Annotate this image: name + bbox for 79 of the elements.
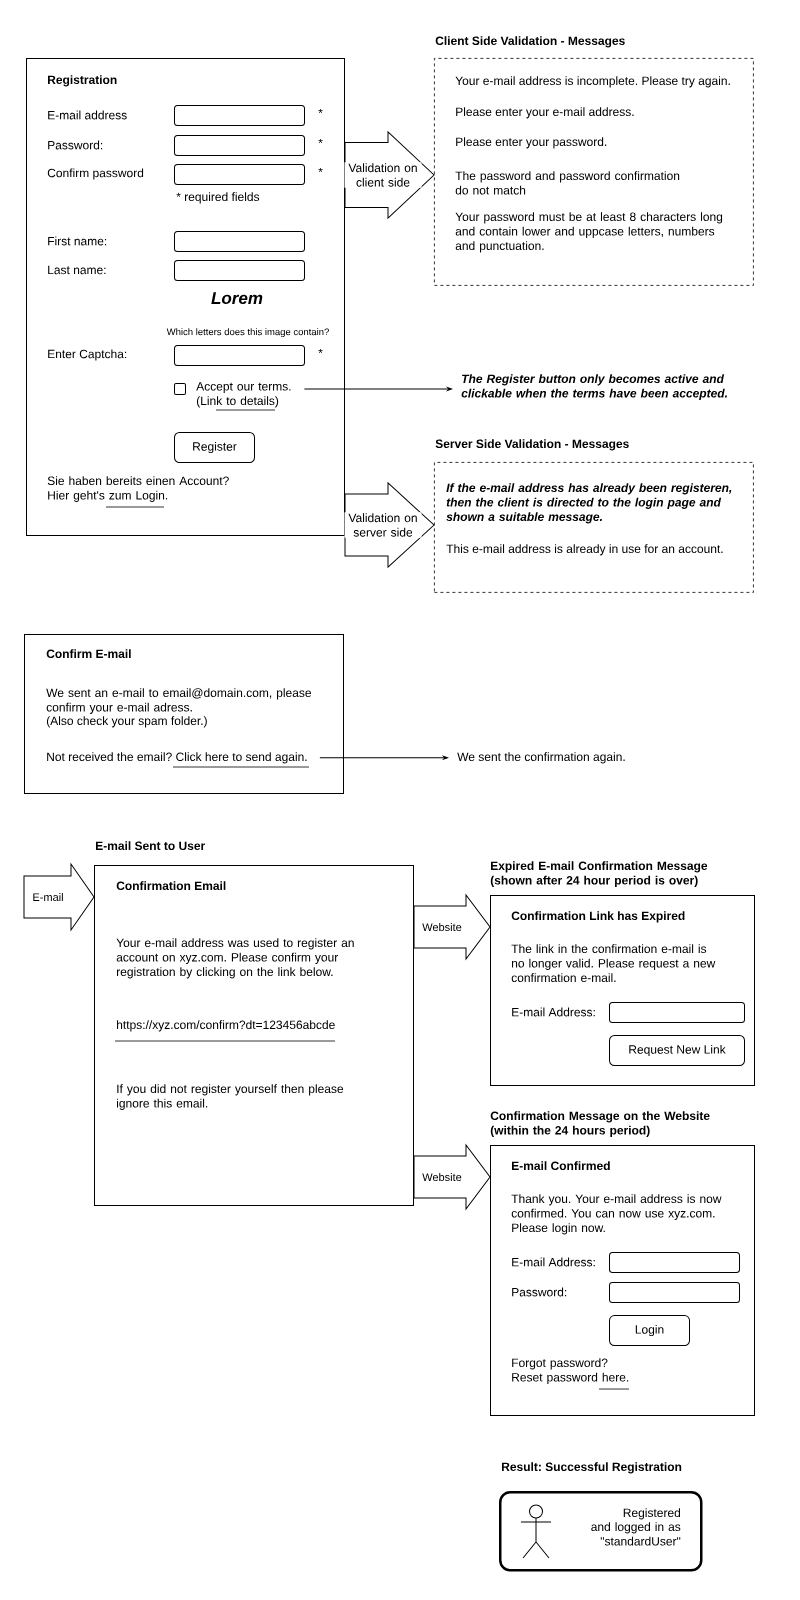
message-text: Your e-mail address is incomplete. Please try again.: [455, 76, 730, 88]
input-field: [609, 1252, 740, 1273]
panel-heading: Registration: [48, 75, 117, 87]
input-field: [609, 1282, 740, 1303]
body-text: Forgot password? Reset password here.: [512, 1358, 629, 1384]
edge-label: Validation on client side: [344, 162, 422, 188]
checkbox-label: Accept our terms. (Link to details): [196, 382, 291, 408]
box-title: Result: Successful Registration: [502, 1462, 682, 1474]
body-text: Sie haben bereits einen Account? Hier geht's zum Login.: [47, 476, 229, 502]
field-label: E-mail address: [48, 110, 127, 120]
link-text: https://xyz.com/confirm?dt=123456abcde: [117, 1020, 335, 1032]
input-field: [174, 260, 305, 281]
message-box: [434, 36, 754, 286]
required-mark: *: [318, 348, 323, 354]
box-title: E-mail Sent to User: [96, 841, 206, 850]
arrow: [303, 387, 452, 391]
email-panel: [94, 841, 414, 1206]
body-text: We sent the confirmation again.: [457, 752, 625, 764]
body-text: Thank you. Your e-mail address is now confirmed. You can now use xyz.com. Please login now.: [511, 1194, 722, 1235]
page-panel: [490, 861, 755, 1086]
required-mark: *: [318, 138, 323, 144]
message-text: The password and password confirmation do not match: [455, 171, 680, 195]
captcha-text: Lorem: [211, 292, 263, 305]
panel-heading: E-mail Confirmed: [512, 1161, 610, 1170]
person-icon: [520, 1504, 552, 1559]
form-panel: [26, 58, 345, 536]
input-field: [609, 1002, 745, 1023]
hint-text: Which letters does this image contain?: [166, 328, 329, 338]
body-text: Your e-mail address was used to register an account on xyz.com. Please confirm your registration by clicking on the link below.: [116, 938, 354, 979]
body-text: The link in the confirmation e-mail is no longer valid. Please request a new confirmation e-mail.: [511, 944, 716, 982]
field-label: E-mail Address:: [512, 1257, 595, 1267]
edge-label: Website: [421, 1171, 463, 1183]
status-text: Registered: [623, 1508, 680, 1520]
block-arrow: [413, 1144, 491, 1210]
field-label: First name:: [48, 236, 107, 246]
note-text: If the e-mail address has already been registeren, then the client is directed to the login page and shown a suitable message.: [446, 483, 732, 524]
input-field: [174, 231, 305, 252]
required-mark: *: [318, 167, 323, 173]
box-title: Confirmation Message on the Website (within the 24 hours period): [490, 1111, 710, 1137]
panel-heading: Confirmation Email: [116, 881, 226, 890]
edge-label: E-mail: [31, 891, 65, 903]
box-title: Server Side Validation - Messages: [435, 439, 629, 451]
edge-label: Validation on server side: [344, 512, 422, 538]
result-card: [499, 1462, 703, 1572]
message-text: Please enter your password.: [456, 137, 607, 149]
message-text: This e-mail address is already in use for an account.: [446, 544, 723, 556]
field-label: Confirm password: [47, 168, 144, 180]
message-box: [434, 439, 754, 593]
field-label: Last name:: [48, 265, 106, 275]
status-text: and logged in as "standardUser": [591, 1522, 681, 1546]
body-text: We sent an e-mail to email@domain.com, please confirm your e-mail adress.: [46, 688, 311, 714]
block-arrow: [23, 863, 95, 931]
panel-heading: Confirm E-mail: [46, 649, 131, 658]
field-label: E-mail Address:: [512, 1007, 595, 1017]
body-text: If you did not register yourself then please ignore this email.: [117, 1084, 344, 1110]
edge-label: Website: [421, 921, 463, 933]
checkbox: [174, 383, 186, 395]
field-label: Password:: [48, 140, 103, 150]
field-label: Enter Captcha:: [48, 349, 127, 361]
box-title: Client Side Validation - Messages: [435, 36, 625, 48]
register-button: Register: [174, 432, 255, 463]
block-arrow: [413, 894, 491, 960]
request-button: Request New Link: [609, 1035, 745, 1066]
block-arrow: [344, 131, 435, 219]
dialog-panel: [24, 634, 344, 794]
body-text: (Also check your spam folder.): [46, 716, 207, 728]
page-panel: [490, 1111, 755, 1416]
field-label: Password:: [512, 1287, 567, 1297]
login-button: Login: [609, 1315, 690, 1346]
note-text: The Register button only becomes active and clickable when the terms have been accepted.: [461, 374, 727, 400]
arrow: [319, 755, 448, 760]
message-text: Please enter your e-mail address.: [456, 107, 634, 119]
panel-heading: Confirmation Link has Expired: [511, 911, 685, 923]
body-text: Not received the email? Click here to send again.: [47, 752, 307, 764]
box-title: Expired E-mail Confirmation Message (shown after 24 hour period is over): [490, 861, 708, 887]
message-text: Your password must be at least 8 characters long and contain lower and uppcase letters, numbers and punctuation.: [455, 212, 723, 253]
required-mark: *: [318, 108, 323, 114]
hint-text: * required fields: [176, 192, 260, 204]
block-arrow: [344, 482, 435, 568]
